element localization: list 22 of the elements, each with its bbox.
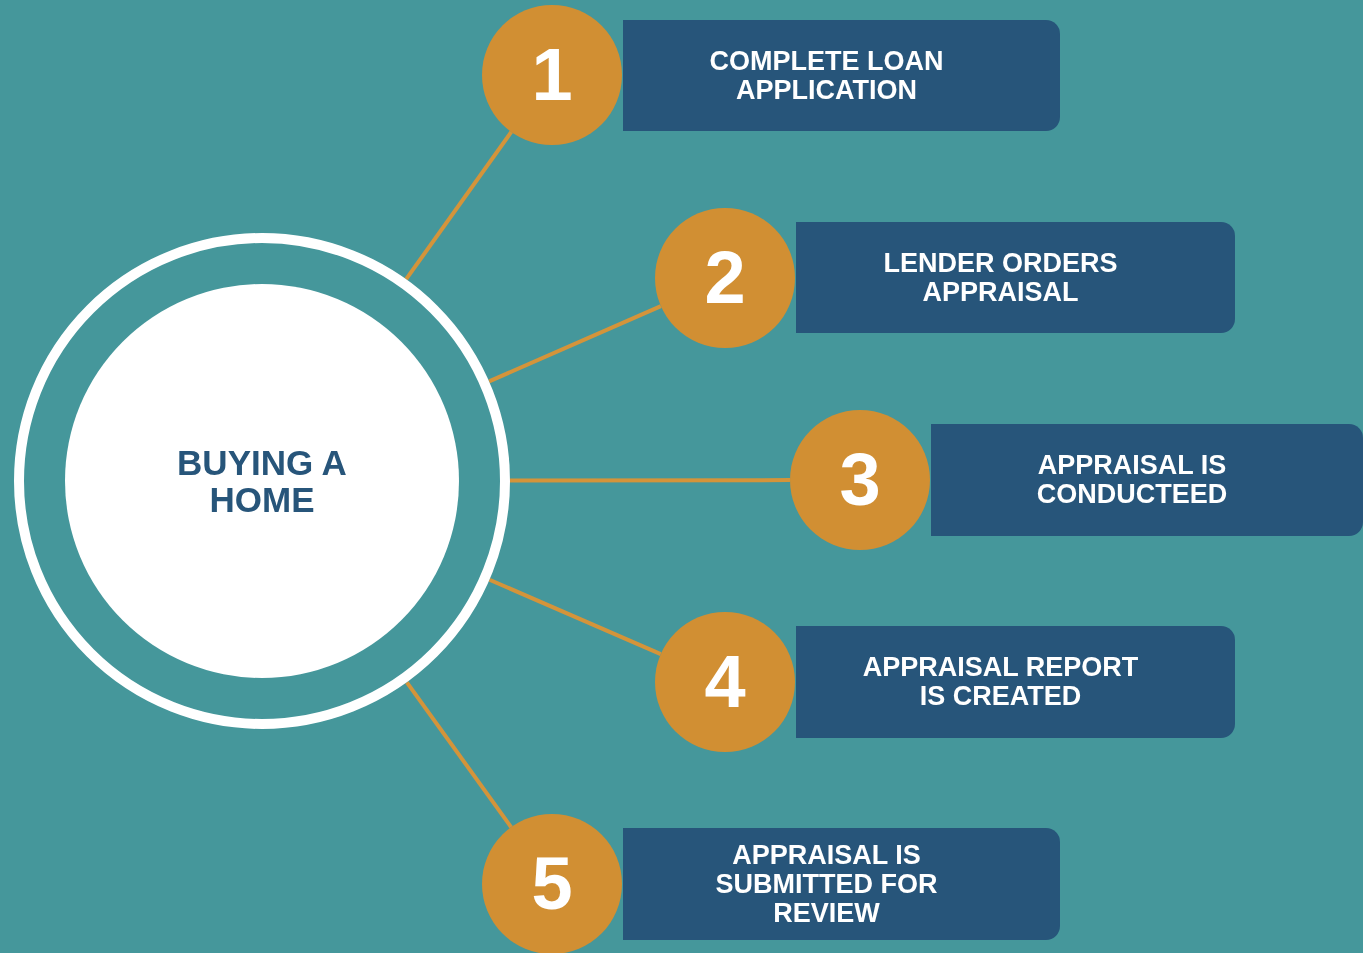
step-banner [623, 20, 1060, 131]
step-banner [623, 828, 1060, 940]
connector-line [404, 130, 513, 281]
connector-line [488, 577, 662, 656]
step-banner [796, 626, 1235, 738]
step-number: 5 [531, 844, 573, 924]
connector-line [488, 304, 662, 384]
step-label: LENDER ORDERS APPRAISAL [882, 248, 1119, 307]
step-number: 4 [704, 642, 746, 722]
step-number: 1 [531, 35, 573, 115]
step-label: APPRAISAL IS SUBMITTED FOR REVIEW [714, 840, 939, 928]
step-label: APPRAISAL REPORT IS CREATED [861, 653, 1140, 711]
step-banner [931, 424, 1363, 536]
connector-line [405, 681, 513, 829]
step-banner [796, 222, 1235, 333]
hub-title: BUYING A HOME [176, 444, 348, 518]
step-number: 2 [704, 238, 746, 318]
connector-line [510, 478, 790, 483]
step-label: APPRAISAL IS CONDUCTEED [1035, 451, 1229, 509]
step-number: 3 [839, 440, 881, 520]
step-label: COMPLETE LOAN APPLICATION [708, 46, 945, 105]
hub-ring [14, 233, 510, 729]
